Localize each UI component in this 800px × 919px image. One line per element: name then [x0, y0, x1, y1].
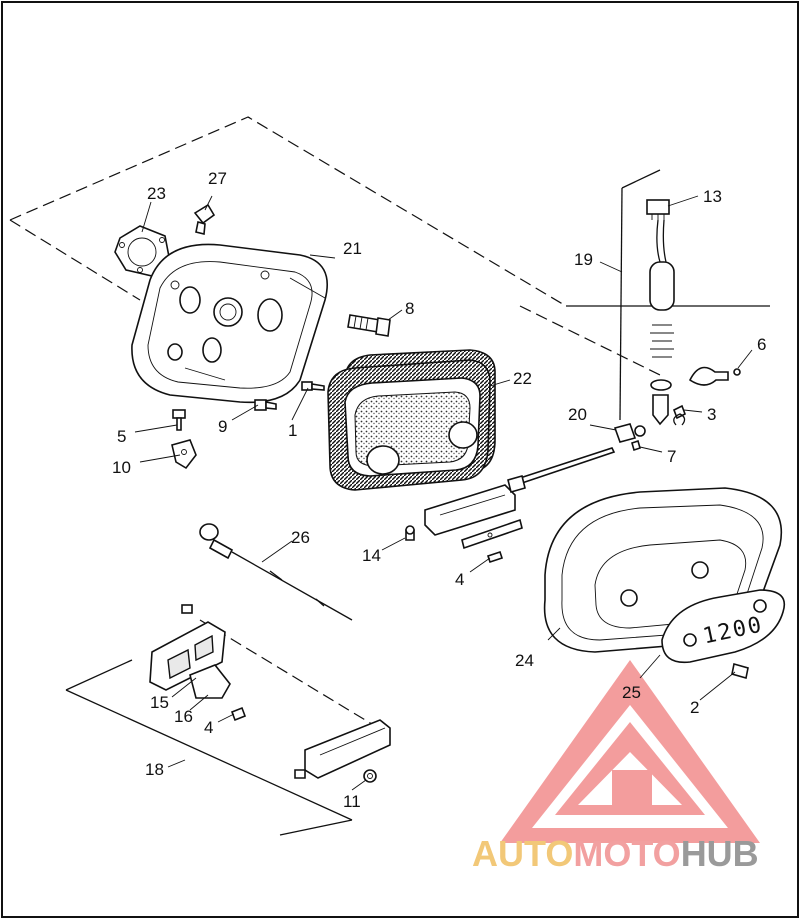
part-22-filter-element [327, 349, 496, 491]
svg-text:AUTOMOTOHUB: AUTOMOTOHUB [472, 833, 759, 874]
callout-24: 24 [515, 651, 534, 670]
choke-rod [507, 447, 616, 493]
watermark-logo [500, 660, 760, 843]
part-6-clamp [688, 366, 741, 386]
part-8-breather-bolt [347, 314, 391, 337]
part-9-screw [254, 399, 277, 411]
callout-3: 3 [707, 405, 716, 424]
callout-labels: 1 2 3 4 4 5 6 7 8 9 10 11 13 14 15 16 18… [112, 169, 766, 811]
watermark-part-auto: AUTO [472, 833, 573, 874]
part-7-screw [631, 439, 641, 452]
callout-9: 9 [218, 417, 227, 436]
part-14-screw [405, 525, 415, 541]
callout-19: 19 [574, 250, 593, 269]
part-10-bracket [171, 439, 197, 470]
part-18-bracket [294, 719, 391, 779]
callout-10: 10 [112, 458, 131, 477]
watermark-part-hub: HUB [681, 833, 759, 874]
part-21-backplate [131, 243, 329, 404]
callout-5: 5 [117, 427, 126, 446]
callout-23: 23 [147, 184, 166, 203]
callout-16: 16 [174, 707, 193, 726]
callout-4-upper: 4 [455, 570, 464, 589]
callout-1: 1 [288, 421, 297, 440]
leader-lines [134, 195, 753, 791]
callout-6: 6 [757, 335, 766, 354]
callout-2: 2 [690, 698, 699, 717]
part-20-clip [613, 423, 646, 443]
callout-8: 8 [405, 299, 414, 318]
callout-22: 22 [513, 369, 532, 388]
part-1-screw [301, 381, 325, 391]
part-26-choke-cable [199, 523, 353, 621]
part-4-screw-lower [230, 706, 247, 722]
part-13-connector [646, 199, 670, 220]
section-lines [9, 116, 770, 836]
watermark-text: AUTOMOTOHUB [472, 833, 759, 874]
part-3-screw [672, 404, 687, 426]
callout-15: 15 [150, 693, 169, 712]
part-25-insert: 1200 [661, 589, 785, 664]
callout-27: 27 [208, 169, 227, 188]
callout-26: 26 [291, 528, 310, 547]
part-27-fitting [193, 203, 216, 236]
part-4-screw-upper [486, 550, 504, 564]
part-19-solenoid [649, 219, 675, 426]
callout-14: 14 [362, 546, 381, 565]
part-2-screw [731, 662, 749, 680]
part-15-plate [149, 604, 226, 691]
callout-11: 11 [343, 792, 361, 811]
callout-18: 18 [145, 760, 164, 779]
callout-25: 25 [622, 683, 641, 702]
callout-4-lower: 4 [204, 718, 213, 737]
callout-21: 21 [343, 239, 362, 258]
callout-7: 7 [667, 447, 676, 466]
part-5-screw [172, 409, 186, 431]
callout-13: 13 [703, 187, 722, 206]
part-11-washer [363, 769, 377, 783]
filter-bracket [424, 484, 523, 550]
part-16-gasket [189, 664, 231, 699]
callout-20: 20 [568, 405, 587, 424]
watermark-part-moto: MOTO [573, 833, 680, 874]
